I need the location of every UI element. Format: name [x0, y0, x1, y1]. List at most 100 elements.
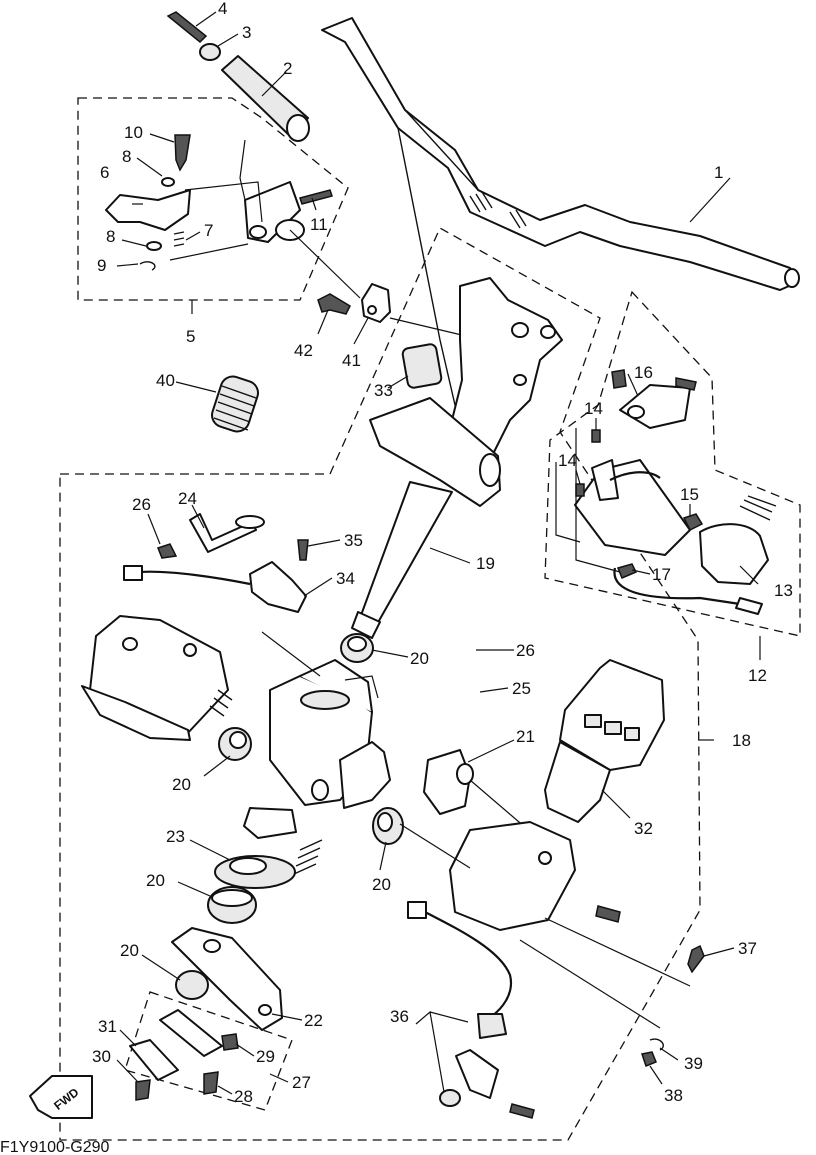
callout-26a: 26 [516, 641, 535, 660]
assembly-line [239, 139, 246, 201]
leader-39 [659, 1047, 679, 1061]
leader-8a [136, 157, 163, 177]
switch-screw-14b [575, 483, 585, 497]
leader-2 [261, 71, 287, 97]
leader-34 [303, 577, 333, 597]
leader-23 [189, 839, 231, 861]
callout-1: 1 [714, 163, 723, 182]
callout-14b: 14 [558, 451, 577, 470]
leader-28 [217, 1085, 233, 1095]
lever-spring [173, 231, 185, 247]
assembly-line [399, 823, 471, 869]
callout-40: 40 [156, 371, 175, 390]
callout-33: 33 [374, 381, 393, 400]
clamp-hole [367, 305, 377, 315]
leader-8b [121, 239, 147, 247]
lever-pivot [249, 225, 267, 239]
main-housing-flange [299, 659, 373, 713]
callout-25: 25 [512, 679, 531, 698]
assembly-line [169, 243, 249, 261]
leader-20d [177, 881, 211, 897]
assembly-line [184, 181, 263, 223]
switch-screw-14a [591, 429, 601, 443]
coil-spring [211, 375, 259, 433]
column-plate [369, 397, 501, 507]
assembly-line [261, 631, 321, 677]
sprocket-gear [339, 741, 391, 809]
cover-panel [559, 659, 665, 771]
leader-29 [235, 1043, 255, 1057]
washer [199, 43, 221, 61]
housing-bolt [595, 905, 621, 923]
callout-38: 38 [664, 1086, 683, 1105]
cover-frame [544, 741, 611, 823]
leader-32 [601, 789, 631, 819]
callout-17: 17 [652, 565, 671, 584]
leader-40 [175, 381, 217, 393]
grip-bolt [166, 11, 208, 44]
column-hole [540, 325, 556, 339]
callout-2: 2 [283, 59, 292, 78]
leader-16 [627, 373, 639, 397]
handlebar-end [784, 268, 800, 288]
mount-block-cap [456, 763, 474, 785]
switch-contact [591, 459, 619, 501]
leader-1 [689, 177, 731, 223]
disc-spring [293, 839, 323, 875]
leader-14b [575, 469, 581, 485]
right-housing [449, 821, 576, 931]
switch-screw-right [675, 377, 697, 391]
callout-12: 12 [748, 666, 767, 685]
callout-32: 32 [634, 819, 653, 838]
left-housing-plate [81, 685, 191, 741]
callout-8a: 8 [122, 147, 131, 166]
switch-harness [613, 567, 741, 606]
harness-cable [424, 911, 513, 1017]
callout-39: 39 [684, 1054, 703, 1073]
harness-bolt [509, 1103, 535, 1119]
harness-connector [407, 901, 427, 919]
callout-20a: 20 [410, 649, 429, 668]
fwd-direction-badge: FWD [29, 1075, 93, 1119]
leader-35 [307, 539, 341, 547]
steering-shaft [359, 481, 453, 627]
callout-24: 24 [178, 489, 197, 508]
harness-grommet [477, 1013, 507, 1039]
mount-block [423, 749, 471, 815]
group-outline-5 [77, 97, 349, 301]
column-bushing [401, 343, 443, 389]
clamp-bolt [317, 293, 351, 315]
cover-window [624, 727, 640, 741]
leader-24 [191, 504, 205, 529]
callout-7: 7 [204, 221, 213, 240]
callout-16: 16 [634, 363, 653, 382]
callout-20c: 20 [372, 875, 391, 894]
leader-21 [467, 739, 515, 763]
sensor-unit [249, 561, 307, 613]
callout-19: 19 [476, 554, 495, 573]
leader-3 [217, 33, 239, 47]
left-housing-hole [122, 637, 138, 651]
callout-37: 37 [738, 939, 757, 958]
callout-41: 41 [342, 351, 361, 370]
sensor-bolt [297, 539, 309, 561]
leader-36 [415, 1010, 445, 1093]
bushing-upper-bore [347, 636, 367, 652]
callout-15: 15 [680, 485, 699, 504]
knurl-mark [481, 191, 493, 209]
leader-31 [119, 1029, 137, 1047]
callout-8b: 8 [106, 227, 115, 246]
assembly-line [344, 675, 379, 699]
column-collar [479, 453, 501, 487]
callout-3: 3 [242, 23, 251, 42]
housing-boss [243, 807, 297, 839]
callout-6: 6 [100, 163, 109, 182]
link-bolt-30 [135, 1079, 151, 1101]
lever-holder [105, 189, 191, 231]
left-housing-spring [209, 689, 233, 717]
leader-42 [317, 309, 329, 335]
leader-10 [149, 133, 175, 143]
callout-20b: 20 [172, 775, 191, 794]
main-housing-bore [300, 690, 350, 710]
